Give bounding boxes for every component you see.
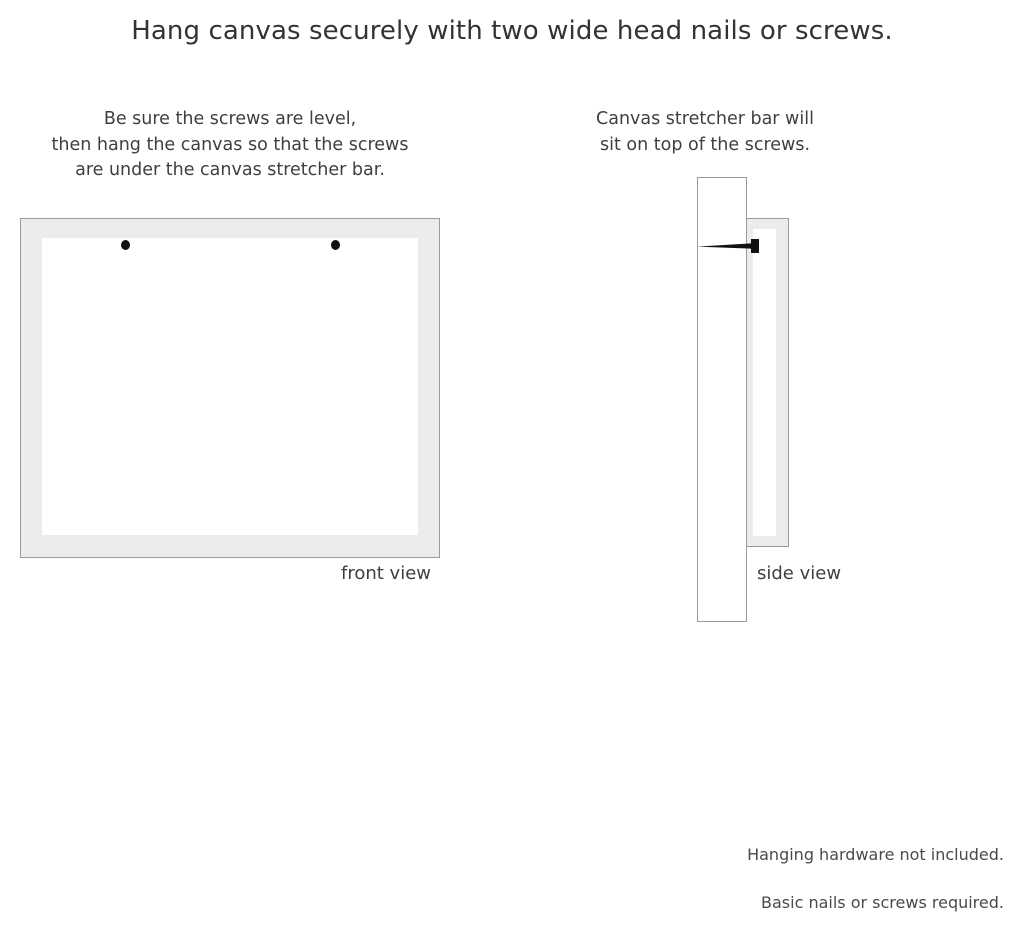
instruction-diagram: Hang canvas securely with two wide head … [20,16,1004,912]
side-view-label: side view [757,563,842,584]
wall-profile [697,177,747,622]
screw-head-left-icon [121,240,130,250]
front-view-label: front view [341,563,431,584]
stretcher-bar-inner-void [753,229,776,536]
front-view-figure [20,218,440,558]
side-view-caption: Canvas stretcher bar will sit on top of … [596,109,814,155]
screw-head-right-icon [331,240,340,250]
side-view-figure [697,177,792,624]
front-view-caption: Be sure the screws are level, then hang … [51,109,409,180]
footer-line-1: Hanging hardware not included. [747,845,1004,864]
page-title: Hang canvas securely with two wide head … [131,16,893,46]
screw-side-icon [697,239,759,253]
footer-note: Hanging hardware not included. Basic nai… [704,819,1004,939]
footer-line-2: Basic nails or screws required. [761,893,1004,912]
canvas-face-area [42,238,418,535]
